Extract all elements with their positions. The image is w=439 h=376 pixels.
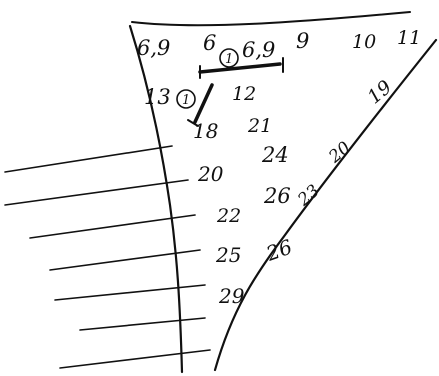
point-label: 24: [261, 143, 289, 167]
point-label: 13: [144, 85, 171, 109]
circled-number-lower: 1: [182, 93, 190, 108]
top-boundary-line: [131, 11, 411, 27]
point-label: 20: [324, 138, 354, 168]
circle-mark-upper: [219, 48, 239, 68]
top-label-6: 11: [397, 27, 421, 49]
top-label-4: 9: [296, 29, 309, 53]
circled-number-upper: 1: [225, 52, 233, 67]
point-label: 29: [218, 284, 245, 308]
top-label-5: 10: [352, 31, 376, 53]
point-label: 20: [197, 162, 224, 186]
hatch-line: [54, 284, 206, 301]
point-label: 12: [232, 83, 256, 105]
top-label-1: 6,9: [137, 36, 170, 60]
point-label: 18: [193, 119, 218, 143]
point-label: 22: [216, 205, 241, 227]
hatch-line: [29, 214, 196, 239]
point-label: 23: [293, 181, 323, 211]
vertical-connector: [193, 83, 214, 124]
hatch-line: [4, 145, 173, 173]
hatch-line: [49, 249, 201, 271]
point-label: 21: [247, 115, 272, 137]
hatch-line: [79, 317, 206, 331]
point-label: 25: [215, 243, 241, 267]
hatch-line: [59, 349, 211, 369]
diagonal-boundary-line: [213, 38, 438, 372]
point-label: 26: [263, 184, 291, 208]
left-boundary-line: [128, 24, 184, 374]
point-label: 19: [363, 76, 396, 108]
hatch-line: [4, 179, 189, 206]
top-label-2: 6: [203, 31, 216, 55]
horizontal-connector: [198, 62, 282, 74]
circle-mark-lower: [176, 89, 196, 109]
top-label-3: 6,9: [242, 38, 275, 62]
tick-mark: [187, 119, 199, 127]
